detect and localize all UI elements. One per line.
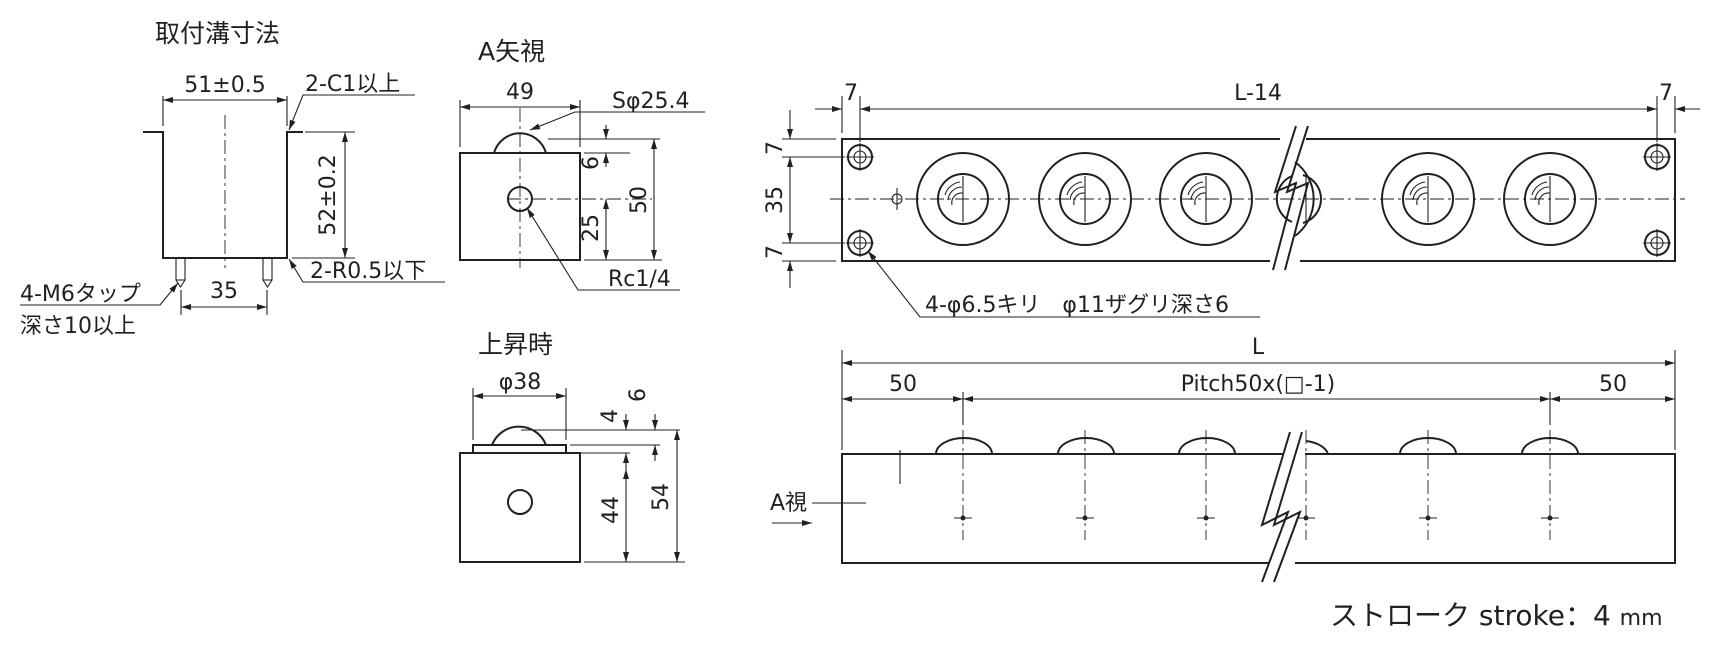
view-arrow-label: A視 [770, 491, 807, 516]
ball-unit [1381, 152, 1475, 246]
raised-title: 上昇時 [478, 330, 553, 359]
groove-view: 取付溝寸法 51±0.5 2-C1以上 52±0.2 2-R0.5以下 3 [20, 19, 445, 339]
plan-body-left [841, 138, 1280, 262]
chamfer-note: 2-C1以上 [305, 72, 400, 97]
plan-edge-left-dim: 7 [844, 81, 858, 106]
groove-outline [143, 131, 303, 259]
side-ball-dome [1305, 440, 1329, 455]
a-height-dim: 50 [627, 186, 652, 214]
side-port-mark [1197, 515, 1215, 521]
mounting-hole-top-right [1643, 143, 1671, 171]
a-view-title: A矢視 [478, 37, 545, 66]
mounting-hole-bottom-left [846, 229, 874, 257]
raised-top-dim: 6 [626, 388, 651, 402]
side-ball-dome [935, 437, 993, 455]
plan-view: 7 L-14 7 7 35 7 4-φ6.5キリ φ11ザグリ深さ6 [763, 81, 1700, 318]
side-pitch-dim: Pitch50x(□-1) [1181, 372, 1335, 397]
raised-total-height-dim: 54 [649, 483, 674, 511]
tap-note-line1: 4-M6タップ [20, 282, 141, 307]
raised-body [459, 452, 581, 563]
ball-leader [529, 111, 705, 131]
side-body-left [841, 453, 1283, 564]
tap-stud-right [262, 257, 273, 289]
side-port-mark [954, 515, 972, 521]
stroke-unit: mm [1620, 606, 1663, 631]
raised-ball [491, 425, 547, 446]
port-leader [526, 207, 680, 291]
raised-body-height-dim: 44 [599, 496, 624, 524]
plan-break-mark-2 [1284, 125, 1310, 271]
hole-note: 4-φ6.5キリ φ11ザグリ深さ6 [925, 293, 1229, 318]
plan-port-marker [891, 188, 903, 210]
plan-row-bottom-dim: 7 [763, 245, 788, 259]
plan-body-right [1300, 138, 1676, 262]
radius-leader [288, 258, 445, 283]
side-end-left-dim: 50 [889, 372, 917, 397]
side-body-right [1295, 453, 1676, 564]
a-width-dim: 49 [506, 80, 534, 105]
tap-note-line2: 深さ10以上 [20, 314, 136, 339]
side-end-right-dim: 50 [1599, 372, 1627, 397]
side-ball-dome [1057, 437, 1115, 455]
mounting-hole-top-left [846, 143, 874, 171]
hole-note-leader [867, 250, 1260, 318]
stroke-label: ストローク stroke：4 mm [1330, 599, 1663, 632]
stroke-text: ストローク stroke：4 [1330, 599, 1611, 632]
raised-port-circle [507, 489, 533, 515]
side-view: L 50 Pitch50x(□-1) 50 [770, 335, 1676, 583]
a-view: A矢視 49 Sφ25.4 6 25 50 Rc1/4 [459, 37, 705, 292]
raised-flange [472, 444, 567, 454]
ball-unit [1275, 161, 1322, 237]
side-length-dim: L [1252, 335, 1265, 360]
mounting-hole-bottom-right [1643, 229, 1671, 257]
raised-diameter-dim: φ38 [499, 370, 542, 395]
plan-span-dim: L-14 [1234, 81, 1282, 106]
side-port-mark [1541, 515, 1559, 521]
tap-stud-left [175, 257, 186, 289]
ball-unit [1038, 152, 1132, 246]
side-port-mark [1297, 515, 1315, 521]
ball-unit [1503, 152, 1597, 246]
tap-pitch-dim: 35 [210, 279, 238, 304]
raised-step-dim: 4 [598, 409, 623, 423]
side-port-mark [1076, 515, 1094, 521]
groove-height-dim: 52±0.2 [316, 154, 341, 235]
ball-protrusion-dim: 6 [579, 156, 604, 170]
groove-width-dim: 51±0.5 [184, 73, 265, 98]
plan-row-top-dim: 7 [763, 141, 788, 155]
ball-unit [916, 152, 1010, 246]
plan-break-mark [1272, 125, 1298, 271]
tap-leader [20, 282, 179, 306]
groove-title: 取付溝寸法 [155, 19, 280, 48]
radius-note: 2-R0.5以下 [310, 259, 426, 284]
a-center-height-dim: 25 [579, 214, 604, 242]
ball-unit [1159, 152, 1253, 246]
ball-dim: Sφ25.4 [612, 89, 689, 114]
stroke-spec: ストローク stroke：4 mm [1330, 599, 1663, 632]
plan-edge-right-dim: 7 [1659, 81, 1673, 106]
chamfer-leader [288, 94, 415, 131]
side-port-mark [1419, 515, 1437, 521]
side-ball-dome [1178, 437, 1236, 455]
side-break-mark-2 [1272, 431, 1303, 583]
port-note: Rc1/4 [608, 267, 671, 292]
plan-center-dim: 35 [763, 186, 788, 214]
raised-view: 上昇時 φ38 4 6 44 54 [459, 330, 685, 563]
